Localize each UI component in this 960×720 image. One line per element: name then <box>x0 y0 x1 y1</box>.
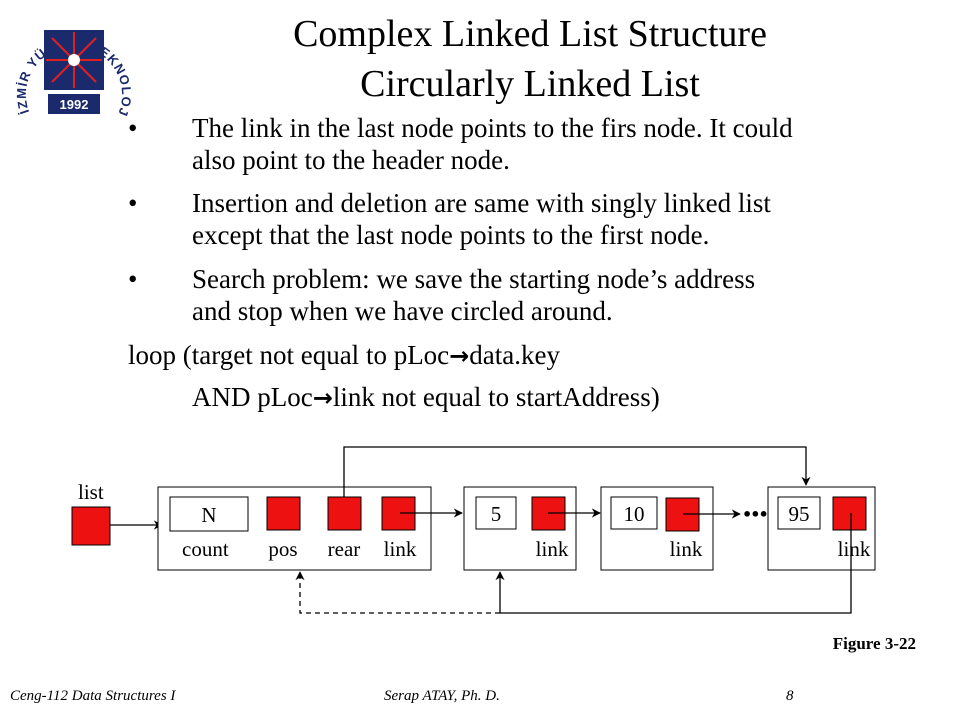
bullet-2-line-2: except that the last node points to the … <box>192 220 710 250</box>
bullet-marker: • <box>128 113 138 143</box>
loop-code-text: data.key <box>469 340 560 370</box>
count-value: N <box>201 503 216 527</box>
node-link-field <box>832 496 867 531</box>
count-label: count <box>182 537 229 561</box>
footer-course: Ceng-112 Data Structures I <box>10 688 176 704</box>
pos-label: pos <box>268 537 297 561</box>
loop-code-line-1: loop (target not equal to pLoc→data.key <box>128 340 560 372</box>
list-pointer-box <box>71 506 111 546</box>
slide-title-line-2: Circularly Linked List <box>360 63 700 105</box>
node-value: 95 <box>789 502 810 526</box>
logo-year: 1992 <box>60 97 89 112</box>
footer-author: Serap ATAY, Ph. D. <box>384 688 500 704</box>
loop-code-text: AND pLoc <box>192 382 313 412</box>
bullet-3-line-1: Search problem: we save the starting nod… <box>192 264 756 294</box>
header-link-label: link <box>384 537 417 561</box>
bullet-3-line-2: and stop when we have circled around. <box>192 296 613 326</box>
node-value-field <box>610 496 658 530</box>
node-link-label: link <box>670 537 703 561</box>
figure-caption: Figure 3-22 <box>832 634 916 653</box>
node-value-field <box>475 496 517 530</box>
slide-title-line-1: Complex Linked List Structure <box>293 13 767 55</box>
rear-label: rear <box>328 537 361 561</box>
pointer-arrow-icon: → <box>449 342 470 370</box>
list-label: list <box>78 480 104 504</box>
node-value: 10 <box>624 502 645 526</box>
loop-code-text: link not equal to startAddress) <box>332 382 660 412</box>
rear-field <box>327 496 362 531</box>
count-field <box>169 496 249 532</box>
bullet-marker: • <box>128 188 138 218</box>
pos-field <box>266 496 301 531</box>
bullet-1-line-1: The link in the last node points to the … <box>192 113 793 143</box>
node-value: 5 <box>491 502 502 526</box>
node-link-label: link <box>838 537 871 561</box>
loop-code-text: loop (target not equal to pLoc <box>128 340 450 370</box>
pointer-arrow-icon: → <box>312 384 333 412</box>
bullet-1-line-2: also point to the header node. <box>192 145 510 175</box>
loop-code-line-2: AND pLoc→link not equal to startAddress) <box>192 382 660 414</box>
bullet-2-line-1: Insertion and deletion are same with sin… <box>192 188 771 218</box>
node-link-label: link <box>536 537 569 561</box>
institute-logo: İZMİR YÜKSEK TEKNOLOJİ ENSTİTÜSÜ 1992 <box>6 2 133 119</box>
header-link-field <box>381 496 416 531</box>
node-value-field <box>777 496 821 530</box>
footer-page-number: 8 <box>786 688 794 704</box>
bullet-marker: • <box>128 264 138 294</box>
ellipsis-icon: ••• <box>742 505 767 524</box>
